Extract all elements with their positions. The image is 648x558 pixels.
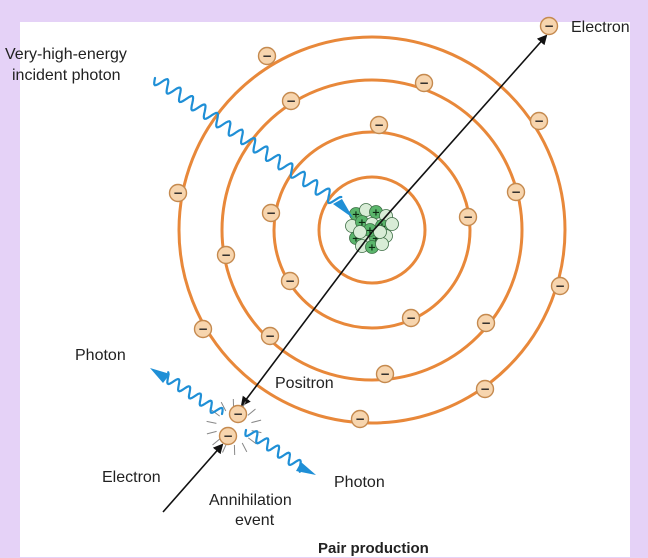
svg-text:−: − bbox=[544, 19, 554, 33]
incident-photon-wave bbox=[154, 78, 341, 203]
electron-icon: − bbox=[259, 48, 276, 65]
electron-icon: − bbox=[377, 366, 394, 383]
electron-icon: − bbox=[403, 310, 420, 327]
svg-text:−: − bbox=[173, 186, 183, 200]
electron-icon: − bbox=[218, 247, 235, 264]
electron-top-label: Electron bbox=[571, 18, 630, 37]
neutron bbox=[376, 238, 389, 251]
neutron bbox=[386, 218, 399, 231]
electron-icon: − bbox=[220, 428, 237, 445]
svg-text:+: + bbox=[368, 243, 376, 254]
svg-text:−: − bbox=[198, 322, 208, 336]
annihilation-label-line1: Annihilation bbox=[209, 491, 292, 510]
svg-text:−: − bbox=[355, 412, 365, 426]
electron-icon: − bbox=[531, 113, 548, 130]
photon-left-wave bbox=[167, 372, 222, 414]
incident-photon-label-line1: Very-high-energy bbox=[5, 45, 127, 64]
svg-text:−: − bbox=[511, 185, 521, 199]
electron-icon: − bbox=[170, 185, 187, 202]
svg-text:−: − bbox=[266, 206, 276, 220]
svg-text:−: − bbox=[419, 76, 429, 90]
diagram-caption: Pair production bbox=[318, 539, 429, 558]
annihilation-label-line2: event bbox=[235, 511, 274, 530]
svg-text:−: − bbox=[380, 367, 390, 381]
svg-text:−: − bbox=[223, 429, 233, 443]
electron-icon: − bbox=[263, 205, 280, 222]
svg-text:−: − bbox=[286, 94, 296, 108]
svg-text:−: − bbox=[406, 311, 416, 325]
electron-icon: − bbox=[352, 411, 369, 428]
svg-text:−: − bbox=[285, 274, 295, 288]
svg-text:−: − bbox=[555, 279, 565, 293]
electron-icon: − bbox=[230, 406, 247, 423]
svg-text:+: + bbox=[372, 208, 380, 219]
electron-icon: − bbox=[262, 328, 279, 345]
electron-icon: − bbox=[283, 93, 300, 110]
svg-text:−: − bbox=[221, 248, 231, 262]
electron-icon: − bbox=[541, 18, 558, 35]
svg-text:−: − bbox=[262, 49, 272, 63]
incident-photon-arrowhead bbox=[333, 199, 353, 218]
electron-icon: − bbox=[282, 273, 299, 290]
photon-right-label: Photon bbox=[334, 473, 385, 492]
electron-icon: − bbox=[416, 75, 433, 92]
positron-label: Positron bbox=[275, 374, 334, 393]
svg-text:−: − bbox=[481, 316, 491, 330]
electron-icon: − bbox=[552, 278, 569, 295]
svg-text:−: − bbox=[463, 210, 473, 224]
electron-icon: − bbox=[478, 315, 495, 332]
svg-text:−: − bbox=[534, 114, 544, 128]
incident-photon-label-line2: incident photon bbox=[12, 66, 121, 85]
electron-icon: − bbox=[477, 381, 494, 398]
photon-left-label: Photon bbox=[75, 346, 126, 365]
electron-bottom-label: Electron bbox=[102, 468, 161, 487]
electron-icon: − bbox=[195, 321, 212, 338]
electron-icon: − bbox=[460, 209, 477, 226]
electron-icon: − bbox=[508, 184, 525, 201]
photon-right-arrowhead bbox=[296, 462, 316, 475]
neutron bbox=[354, 226, 367, 239]
svg-text:−: − bbox=[265, 329, 275, 343]
electron-icon: − bbox=[371, 117, 388, 134]
svg-text:−: − bbox=[374, 118, 384, 132]
svg-text:−: − bbox=[233, 407, 243, 421]
svg-text:−: − bbox=[480, 382, 490, 396]
photon-right-wave bbox=[245, 430, 300, 472]
